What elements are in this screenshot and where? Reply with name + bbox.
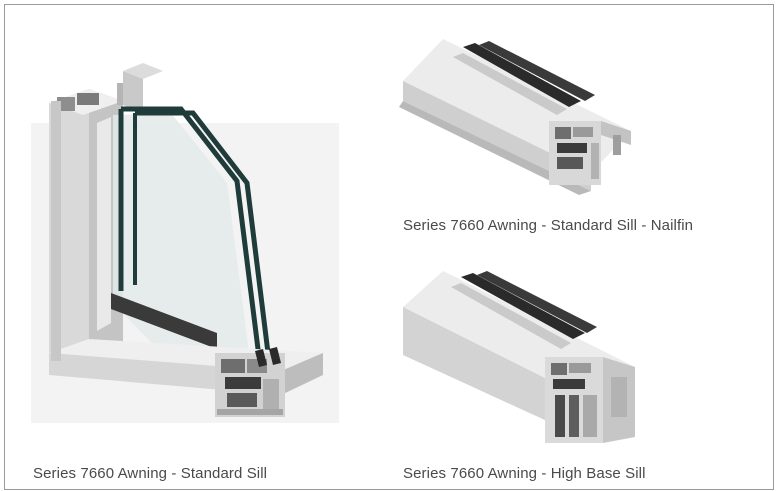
caption-high-base-sill: Series 7660 Awning - High Base Sill (403, 465, 646, 482)
caption-standard-sill-nailfin: Series 7660 Awning - Standard Sill - Nai… (403, 217, 694, 234)
product-image-standard-sill (31, 53, 341, 423)
product-image-standard-sill-nailfin (399, 35, 639, 195)
product-image-high-base-sill (399, 267, 639, 447)
caption-standard-sill: Series 7660 Awning - Standard Sill (33, 465, 268, 482)
content-frame: Series 7660 Awning - Standard Sill Serie… (4, 4, 774, 490)
